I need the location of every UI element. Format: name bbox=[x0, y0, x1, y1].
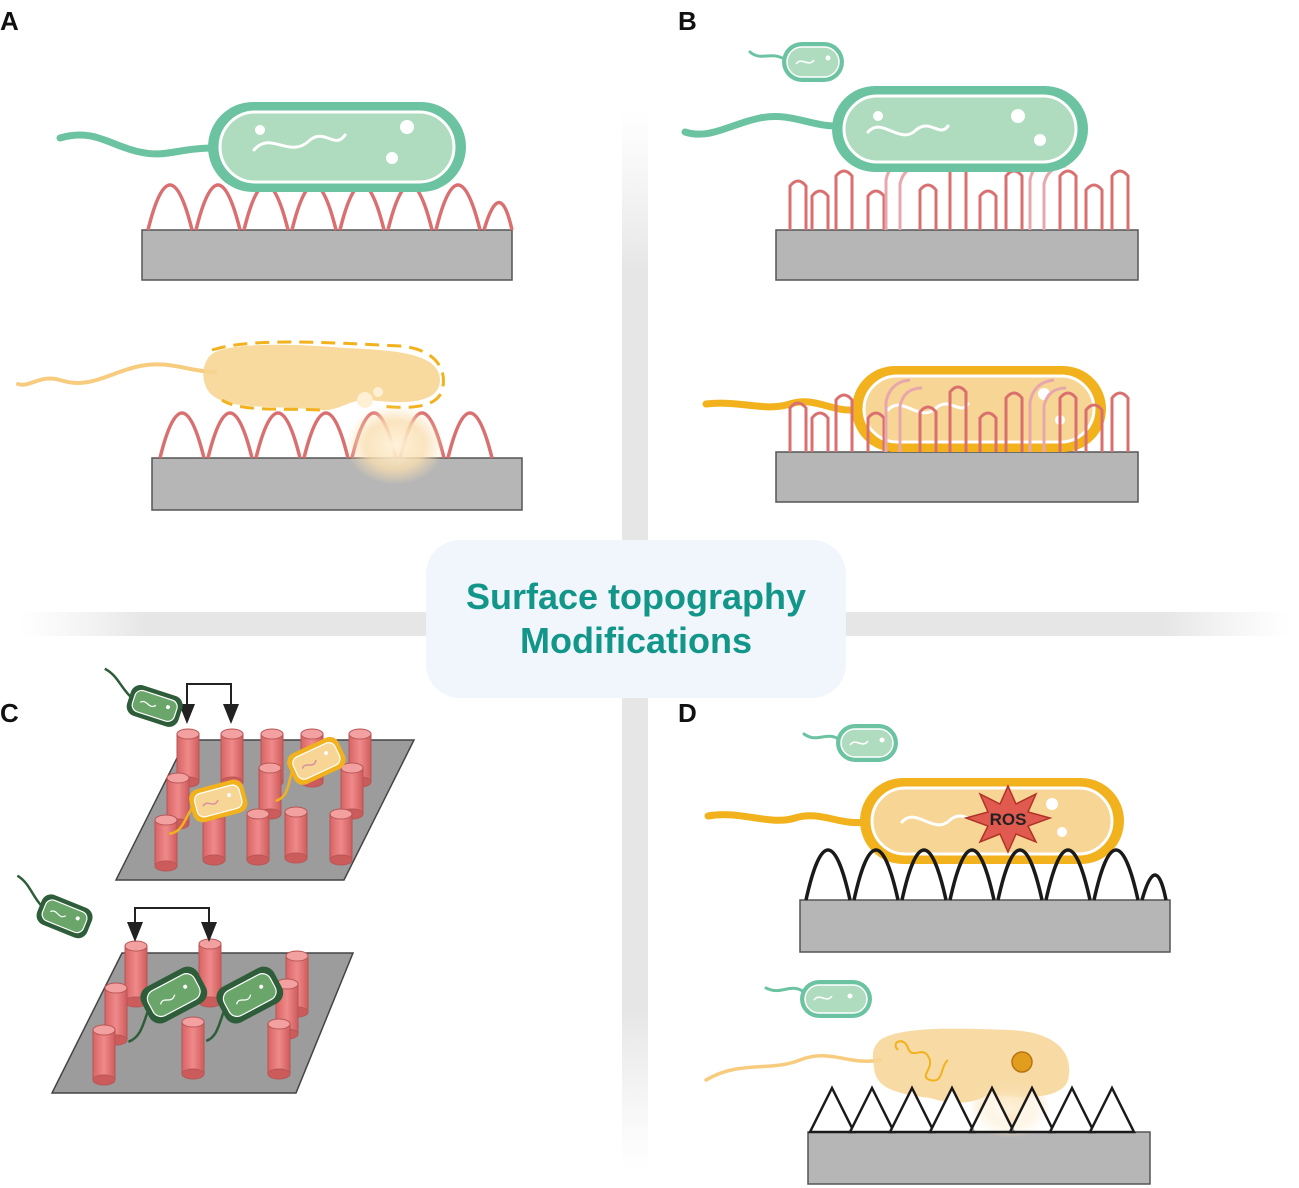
substrate-a-bottom bbox=[151, 457, 523, 511]
ros-label: ROS bbox=[990, 810, 1027, 829]
pillar-array-b-top bbox=[788, 163, 1130, 230]
panel-a bbox=[16, 102, 523, 511]
small-bacterium-d-bottom bbox=[764, 980, 872, 1018]
panel-label-d: D bbox=[678, 698, 697, 728]
cylinder-pillar bbox=[154, 814, 178, 872]
substrate-d-top bbox=[799, 899, 1171, 953]
ros-burst-icon bbox=[963, 784, 1053, 854]
flagellum bbox=[704, 1054, 882, 1082]
stressed-bacterium-d: ROS bbox=[704, 778, 1124, 864]
substrate-b-bottom bbox=[775, 451, 1139, 503]
cylinder-pillar bbox=[246, 808, 270, 866]
flagellum bbox=[702, 398, 860, 414]
cylinder-pillar bbox=[124, 940, 148, 1008]
pillar-array-b-bottom bbox=[788, 385, 1130, 452]
flagellum bbox=[56, 131, 216, 158]
substrate-b-top bbox=[775, 229, 1139, 281]
panel-c bbox=[16, 667, 416, 1094]
substrate-a-top bbox=[141, 229, 513, 281]
cylinder-pillar bbox=[267, 1018, 291, 1080]
stressed-bacterium-b bbox=[702, 366, 1106, 452]
leakage-glow bbox=[345, 405, 445, 485]
flagellum bbox=[704, 811, 870, 827]
bent-pillars-b-bottom bbox=[884, 378, 1067, 452]
flagellum bbox=[16, 362, 217, 387]
cylinder-pillar bbox=[220, 728, 244, 788]
cylinder-pillar bbox=[92, 1024, 116, 1086]
small-bacterium-d-top bbox=[802, 724, 898, 762]
live-bacterium-b bbox=[681, 86, 1088, 172]
spacing-arrow-c-bottom bbox=[127, 907, 217, 942]
cylinder-pillar bbox=[166, 772, 190, 830]
cylinder-pillar bbox=[181, 1016, 205, 1080]
panel-label-b: B bbox=[678, 6, 697, 36]
cylinder-pillar bbox=[198, 938, 222, 1008]
substrate-d-bottom bbox=[807, 1131, 1151, 1185]
center-title-box: Surface topography Modifications bbox=[426, 540, 846, 698]
title-line-2: Modifications bbox=[520, 620, 752, 661]
arch-nanostructures-d-top bbox=[804, 848, 1168, 901]
panel-label-c: C bbox=[0, 698, 19, 728]
adhered-bacteria-c-bottom bbox=[127, 966, 284, 1044]
title-line-1: Surface topography bbox=[465, 576, 807, 617]
flagellum bbox=[681, 113, 840, 138]
spacing-arrow-c-top bbox=[179, 683, 239, 724]
cylinder-pillar bbox=[176, 728, 200, 788]
live-bacterium-a bbox=[56, 102, 466, 192]
trapped-bacteria-c-top bbox=[168, 736, 346, 836]
approaching-bacterium-c-bottom bbox=[16, 874, 93, 939]
spike-nanostructures-d bbox=[807, 1085, 1137, 1134]
cylinder-pillar bbox=[284, 806, 308, 864]
panel-label-a: A bbox=[0, 6, 19, 36]
panel-d: ROS bbox=[704, 724, 1171, 1185]
ruptured-bacterium-a bbox=[16, 340, 445, 485]
approaching-bacterium-c-top bbox=[104, 667, 183, 727]
small-bacterium-b bbox=[748, 42, 844, 82]
panel-b bbox=[681, 42, 1139, 503]
cylinder-pillar bbox=[329, 808, 353, 866]
